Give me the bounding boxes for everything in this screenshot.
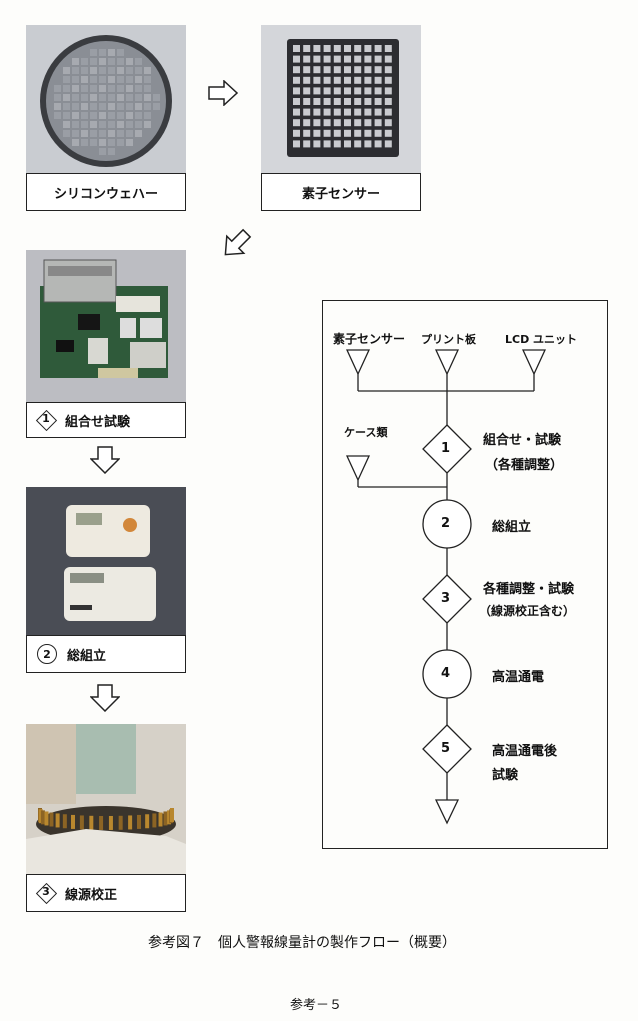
step2-circle	[422, 499, 472, 549]
arrow-down-icon	[90, 446, 120, 474]
step2-photo-label: 2 総組立	[26, 635, 186, 673]
step5-diamond	[422, 724, 472, 774]
step4-circle	[422, 649, 472, 699]
output-triangle	[434, 799, 460, 825]
step2-text: 総組立	[492, 520, 532, 535]
calibration-rig-photo	[26, 724, 186, 874]
arrow-right-icon	[208, 80, 238, 106]
circuit-board-photo	[26, 250, 186, 402]
step3-photo-label: 3 線源校正	[26, 874, 186, 912]
diamond-step-icon: 3	[35, 882, 58, 905]
page-number: 参考－５	[290, 998, 343, 1013]
step5-subtext: 試験	[492, 768, 519, 783]
input-triangle-board	[434, 349, 460, 376]
step1-subtext: （各種調整）	[485, 458, 564, 473]
sensor-element-photo	[261, 25, 421, 173]
sensor-element-label-text: 素子センサー	[301, 186, 380, 202]
arrow-down-icon	[90, 684, 120, 712]
step5-text: 高温通電後	[492, 744, 558, 759]
arrow-down-left-icon	[224, 228, 252, 256]
dosimeter-devices-photo	[26, 487, 186, 635]
step5-number: 5	[441, 741, 451, 756]
step3-photo-label-text: 線源校正	[65, 887, 118, 903]
step1-photo-label: 1 組合せ試験	[26, 402, 186, 438]
step3-subtext: （線源校正含む）	[479, 604, 576, 618]
input-label-board: プリント板	[421, 333, 476, 346]
silicon-wafer-photo	[26, 25, 186, 173]
step4-number: 4	[441, 666, 451, 681]
step1-photo-label-text: 組合せ試験	[65, 414, 131, 430]
step3-text: 各種調整・試験	[483, 582, 575, 597]
step1-number: 1	[441, 441, 451, 456]
step3-diamond	[422, 574, 472, 624]
step3-number: 3	[441, 591, 451, 606]
step4-text: 高温通電	[492, 670, 545, 685]
step1-diamond	[422, 424, 472, 474]
silicon-wafer-label: シリコンウェハー	[26, 173, 186, 211]
circle-step-icon: 2	[37, 644, 57, 664]
input-triangle-sensor	[345, 349, 371, 376]
sensor-element-label: 素子センサー	[261, 173, 421, 211]
input-triangle-lcd	[521, 349, 547, 376]
input-label-case: ケース類	[344, 426, 388, 439]
silicon-wafer-label-text: シリコンウェハー	[53, 186, 158, 202]
flow-chart-frame	[322, 300, 608, 849]
input-label-lcd: LCD ユニット	[505, 333, 578, 346]
figure-caption: 参考図７ 個人警報線量計の製作フロー（概要）	[148, 935, 456, 951]
step2-number: 2	[441, 516, 451, 531]
diamond-step-icon: 1	[35, 409, 58, 432]
step2-photo-label-text: 総組立	[67, 648, 107, 664]
input-triangle-case	[345, 455, 371, 482]
step1-text: 組合せ・試験	[483, 433, 562, 448]
input-label-sensor: 素子センサー	[333, 332, 406, 346]
